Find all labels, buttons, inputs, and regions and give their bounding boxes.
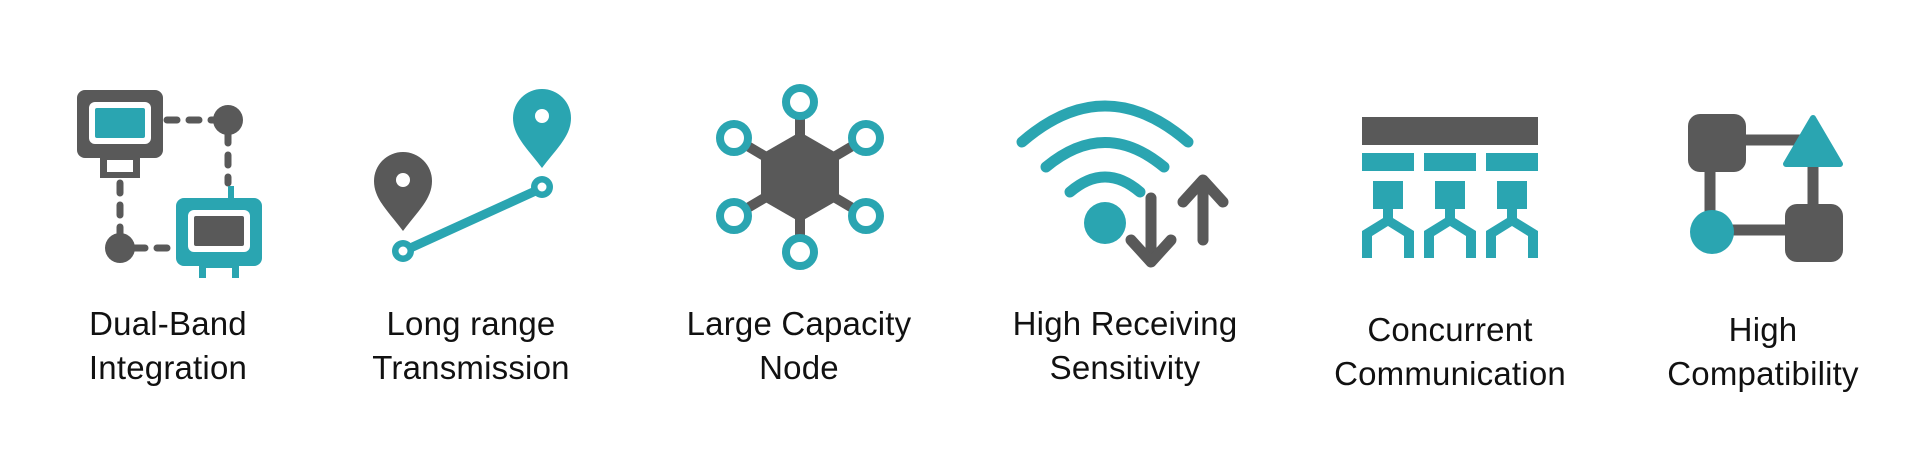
concurrent-branches-icon bbox=[1362, 117, 1538, 258]
label-line-2: Integration bbox=[88, 349, 248, 386]
shapes-connected-icon bbox=[1688, 114, 1843, 262]
wifi-updown-arrows-icon bbox=[1016, 100, 1229, 268]
label-line-1: Concurrent bbox=[1367, 311, 1533, 348]
label-line-1: Long range bbox=[386, 305, 556, 342]
label-line-2: Communication bbox=[1334, 355, 1566, 392]
location-route-icon bbox=[374, 89, 571, 262]
label-line-1: High Receiving bbox=[1012, 305, 1238, 342]
feature-label: Large Capacity Node bbox=[639, 302, 959, 390]
feature-label: Dual-Band Integration bbox=[8, 302, 328, 390]
label-line-1: Dual-Band bbox=[89, 305, 247, 342]
feature-label: Concurrent Communication bbox=[1290, 308, 1610, 396]
label-line-1: Large Capacity bbox=[686, 305, 912, 342]
feature-label: High Compatibility bbox=[1603, 308, 1920, 396]
feature-label: Long range Transmission bbox=[311, 302, 631, 390]
label-line-2: Sensitivity bbox=[1049, 349, 1201, 386]
dual-band-devices-icon bbox=[77, 90, 262, 278]
hexagon-node-network-icon bbox=[716, 84, 884, 270]
label-line-2: Node bbox=[759, 349, 839, 386]
label-line-2: Compatibility bbox=[1667, 355, 1859, 392]
label-line-2: Transmission bbox=[372, 349, 570, 386]
feature-label: High Receiving Sensitivity bbox=[965, 302, 1285, 390]
label-line-1: High bbox=[1728, 311, 1798, 348]
